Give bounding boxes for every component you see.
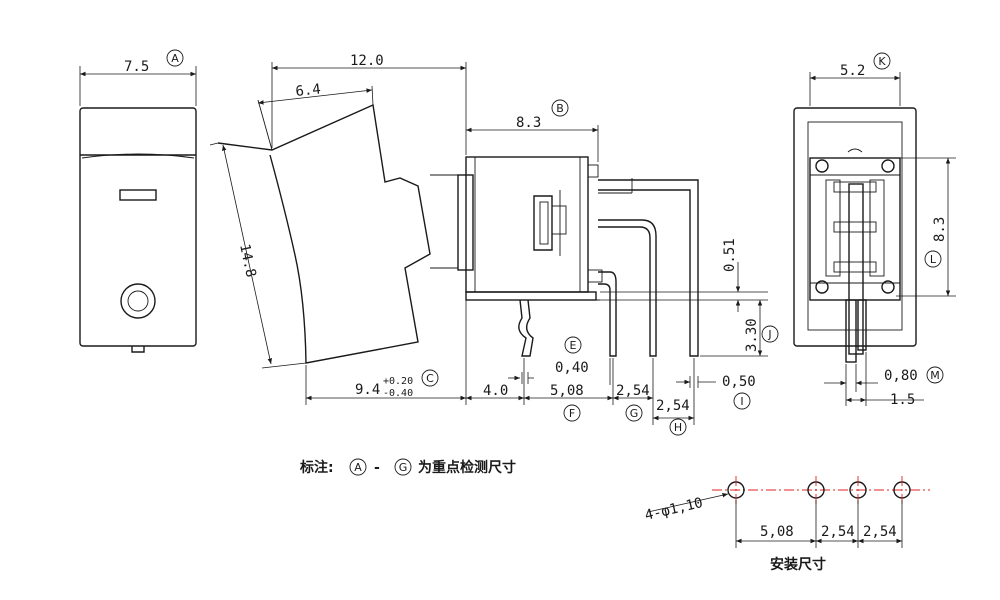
svg-text:A: A (171, 52, 179, 65)
dim-side-1-5: 1.5 (890, 392, 915, 408)
label-j: J (761, 325, 779, 343)
svg-text:K: K (878, 55, 886, 68)
inspection-note: 标注: A - G 为重点检测尺寸 (299, 458, 516, 476)
svg-text:E: E (570, 339, 577, 352)
svg-text:C: C (426, 372, 434, 385)
label-b: B (551, 99, 569, 117)
label-e: E (564, 336, 582, 354)
svg-text:G: G (630, 407, 639, 420)
mount-dim-2-54-b: 2,54 (863, 524, 897, 540)
svg-text:L: L (930, 253, 937, 266)
label-i: I (733, 392, 751, 410)
label-f: F (563, 404, 581, 422)
front-view (79, 66, 197, 353)
label-h: H (669, 418, 687, 436)
dim-5-08: 5,08 (550, 383, 584, 399)
dim-width-7-5: 7.5 (124, 59, 149, 75)
rocker-actuator (217, 103, 431, 364)
mounting-pattern (647, 476, 930, 548)
label-g: G (625, 404, 643, 422)
rear-view (793, 72, 956, 406)
note-to: G (399, 461, 408, 474)
side-view (209, 62, 768, 425)
dim-pin-0-50: 0,50 (722, 374, 756, 390)
dim-tol-plus: +0.20 (383, 376, 413, 387)
dim-body-8-3: 8.3 (516, 115, 541, 131)
dim-2-54-g: 2,54 (616, 383, 650, 399)
svg-text:F: F (569, 407, 575, 420)
switch-body (465, 156, 589, 293)
dim-4-0: 4.0 (483, 383, 508, 399)
dim-0-51: 0.51 (722, 238, 738, 272)
mounting-title: 安装尺寸 (770, 556, 826, 573)
dim-height-14-8: 14.8 (236, 243, 259, 279)
dim-side-0-80: 0,80 (884, 368, 918, 384)
label-k: K (873, 52, 891, 70)
mount-dim-2-54-a: 2,54 (821, 524, 855, 540)
dim-side-8-3: 8.3 (932, 217, 948, 242)
svg-text:J: J (767, 328, 771, 341)
dim-3-30: 3.30 (744, 318, 760, 352)
label-c: C (421, 369, 439, 387)
note-suffix: 为重点检测尺寸 (418, 459, 516, 476)
hole-spec: 4-φ1,10 (643, 495, 704, 524)
led-window (120, 283, 156, 319)
svg-text:B: B (556, 102, 564, 115)
dim-rocker-6-4: 6.4 (295, 81, 322, 100)
dim-pin-0-40: 0,40 (555, 360, 589, 376)
label-a: A (166, 49, 184, 67)
svg-text:H: H (674, 421, 682, 434)
note-prefix: 标注: (299, 459, 334, 476)
label-m: M (926, 366, 944, 384)
dim-base-9-4: 9.4 (355, 382, 380, 398)
svg-text:I: I (740, 395, 743, 408)
note-dash: - (374, 460, 380, 476)
dim-2-54-h: 2,54 (656, 398, 690, 414)
mount-dim-5-08: 5,08 (760, 524, 794, 540)
note-from: A (354, 461, 362, 474)
dim-side-5-2: 5.2 (840, 63, 865, 79)
indicator-slot (119, 189, 157, 201)
dim-length-12-0: 12.0 (350, 53, 384, 69)
label-l: L (924, 250, 942, 268)
dim-tol-minus: -0.40 (383, 388, 413, 399)
svg-text:M: M (930, 369, 940, 382)
